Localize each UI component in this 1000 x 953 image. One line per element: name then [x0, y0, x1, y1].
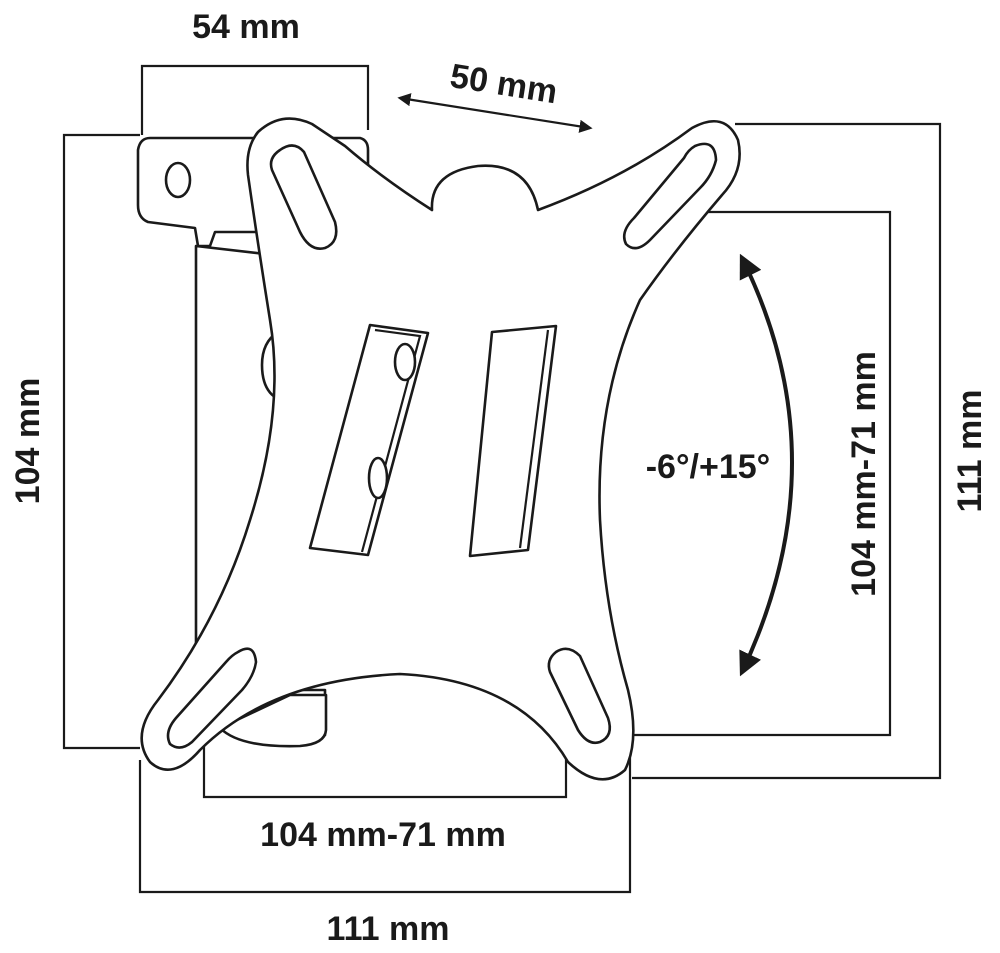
- dim-left-height: [62, 133, 140, 750]
- dim-top-width: [140, 64, 370, 135]
- label-top-width: 54 mm: [192, 8, 300, 46]
- label-left-height: 104 mm: [9, 378, 47, 505]
- dim-bracket-depth-arrow: [397, 93, 593, 133]
- bracket-hole: [164, 161, 192, 199]
- dim-right-outer: [632, 122, 942, 780]
- tilt-arc-arrow: [739, 253, 794, 677]
- label-bottom-inner: 104 mm-71 mm: [260, 816, 506, 854]
- label-tilt: -6°/+15°: [646, 448, 771, 486]
- label-right-inner: 104 mm-71 mm: [845, 351, 883, 597]
- slot-bottom-left: [166, 647, 258, 749]
- dim-bottom-outer: [138, 752, 632, 894]
- label-bottom-outer: 111 mm: [327, 910, 450, 948]
- channel-left: [308, 323, 430, 557]
- label-right-outer: 111 mm: [951, 390, 989, 513]
- channel-right: [468, 324, 558, 558]
- slot-top-right: [622, 142, 718, 250]
- slot-bottom-right: [547, 647, 612, 745]
- slot-top-left: [269, 144, 338, 250]
- dim-right-inner: [612, 210, 892, 737]
- vesa-plate: [140, 117, 741, 781]
- label-bracket-depth: 50 mm: [448, 57, 560, 111]
